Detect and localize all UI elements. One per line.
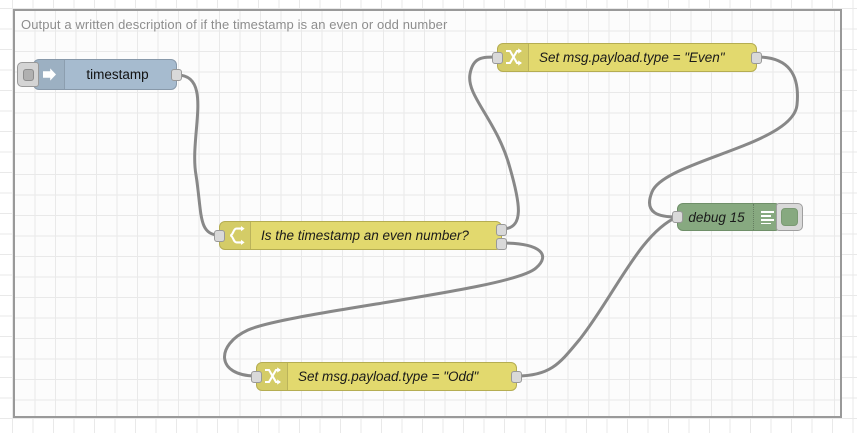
port-input-even[interactable] (492, 52, 503, 64)
port-output-odd[interactable] (511, 371, 522, 383)
port-output-switch-2[interactable] (496, 238, 507, 250)
flow-title-label: Output a written description of if the t… (21, 17, 448, 32)
node-label-switch: Is the timestamp an even number? (261, 228, 469, 243)
node-switch-even-check[interactable]: Is the timestamp an even number? (214, 221, 507, 250)
node-label-timestamp: timestamp (86, 67, 149, 82)
inject-button-square-icon (22, 68, 34, 81)
inject-trigger-button[interactable] (17, 62, 39, 87)
node-label-even: Set msg.payload.type = "Even" (539, 50, 725, 65)
node-change-even[interactable]: Set msg.payload.type = "Even" (492, 43, 762, 72)
node-label-odd: Set msg.payload.type = "Odd" (298, 369, 479, 384)
port-input-odd[interactable] (251, 371, 262, 383)
branch-icon (220, 222, 251, 249)
port-output-switch-1[interactable] (496, 224, 507, 236)
port-output-even[interactable] (751, 52, 762, 64)
node-label-debug: debug 15 (678, 204, 754, 230)
port-output-timestamp[interactable] (171, 69, 182, 81)
node-change-odd[interactable]: Set msg.payload.type = "Odd" (251, 362, 522, 391)
debug-lines-icon (754, 204, 780, 230)
node-inject-timestamp[interactable]: timestamp (17, 59, 182, 90)
node-debug-15[interactable]: debug 15 (672, 203, 803, 231)
port-input-debug[interactable] (672, 211, 683, 223)
shuffle-icon (498, 44, 529, 71)
port-input-switch[interactable] (214, 230, 225, 242)
arrow-right-icon (34, 60, 65, 89)
shuffle-icon (257, 363, 288, 390)
debug-enable-toggle[interactable] (776, 203, 803, 231)
debug-toggle-square-icon (781, 208, 798, 226)
